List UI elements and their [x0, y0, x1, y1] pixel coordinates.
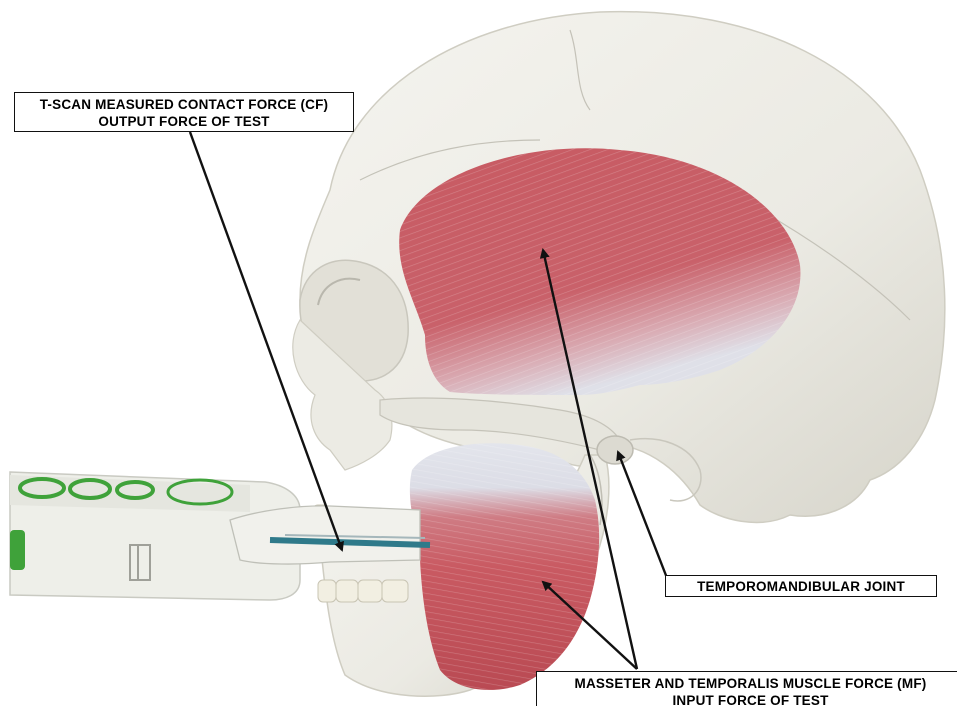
contact-force-line1: T-SCAN MEASURED CONTACT FORCE (CF) [15, 96, 353, 113]
tmj-condyle [597, 436, 633, 464]
contact-force-line2: OUTPUT FORCE OF TEST [15, 113, 353, 130]
contact-force-label: T-SCAN MEASURED CONTACT FORCE (CF) OUTPU… [14, 92, 354, 132]
tmj-line1: TEMPOROMANDIBULAR JOINT [666, 578, 936, 595]
muscle-force-line1: MASSETER AND TEMPORALIS MUSCLE FORCE (MF… [537, 675, 957, 692]
muscle-force-line2: INPUT FORCE OF TEST [537, 692, 957, 706]
tmj-label: TEMPOROMANDIBULAR JOINT [665, 575, 937, 597]
arrow-tmj [618, 452, 667, 578]
muscle-force-label: MASSETER AND TEMPORALIS MUSCLE FORCE (MF… [536, 671, 957, 706]
